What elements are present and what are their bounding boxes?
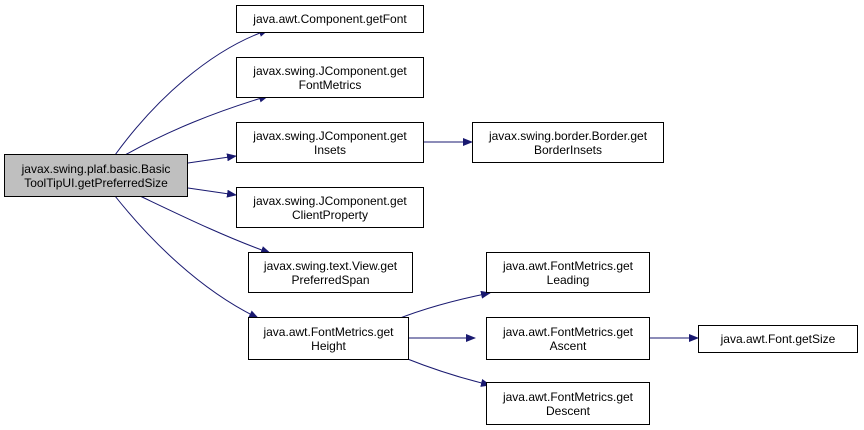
node-label-line1: javax.swing.border.Border.get	[488, 128, 648, 143]
node-label-line1: java.awt.FontMetrics.get	[502, 258, 634, 273]
node-jcomponent-getinsets[interactable]: javax.swing.JComponent.get Insets	[236, 122, 424, 163]
node-fontmetrics-getheight[interactable]: java.awt.FontMetrics.get Height	[248, 317, 409, 360]
edge-layer	[114, 29, 699, 387]
node-label-line1: java.awt.FontMetrics.get	[263, 324, 394, 339]
edge-root-to-jcomponent-getinsets	[187, 153, 237, 164]
node-jcomponent-getclientproperty[interactable]: javax.swing.JComponent.get ClientPropert…	[236, 187, 424, 228]
node-label-line2: BorderInsets	[533, 142, 603, 157]
node-label-line1: java.awt.FontMetrics.get	[502, 324, 634, 339]
node-label-line2: PreferredSpan	[291, 272, 370, 287]
node-label-line2: FontMetrics	[298, 77, 362, 92]
node-jcomponent-getfontmetrics[interactable]: javax.swing.JComponent.get FontMetrics	[236, 57, 424, 98]
node-component-getfont[interactable]: java.awt.Component.getFont	[236, 5, 424, 33]
node-label-line1: javax.swing.JComponent.get	[253, 193, 407, 208]
node-label-line1: javax.swing.JComponent.get	[253, 63, 407, 78]
node-label-line1: java.awt.FontMetrics.get	[502, 389, 634, 404]
node-label-line2: Height	[311, 338, 346, 353]
edge-root-to-component-getfont	[114, 29, 269, 156]
edge-root-to-jcomponent-getclientproperty	[187, 187, 237, 198]
node-fontmetrics-getdescent[interactable]: java.awt.FontMetrics.get Descent	[486, 382, 650, 425]
node-label-line2: Descent	[545, 403, 591, 418]
node-font-getsize[interactable]: java.awt.Font.getSize	[698, 325, 858, 353]
node-root-basictooltipui-getpreferredsize[interactable]: javax.swing.plaf.basic.Basic ToolTipUI.g…	[4, 154, 188, 197]
node-label-line1: java.awt.Font.getSize	[720, 332, 836, 346]
node-label-line2: Leading	[546, 272, 590, 287]
edge-fontmetrics-getheight-to-fontmetrics-getdescent	[404, 357, 491, 387]
node-border-getborderinsets[interactable]: javax.swing.border.Border.get BorderInse…	[472, 122, 664, 163]
edge-fontmetrics-getheight-to-fontmetrics-getleading	[394, 290, 491, 321]
edge-root-to-view-getpreferredspan	[139, 195, 271, 254]
edge-root-to-jcomponent-getfontmetrics	[124, 94, 269, 156]
node-fontmetrics-getleading[interactable]: java.awt.FontMetrics.get Leading	[486, 252, 650, 293]
node-label-line1: java.awt.Component.getFont	[253, 12, 407, 26]
edge-root-to-fontmetrics-getheight	[114, 195, 259, 319]
node-label-line1: javax.swing.plaf.basic.Basic	[21, 161, 171, 176]
node-label-line2: Ascent	[549, 338, 587, 353]
node-label-line1: javax.swing.JComponent.get	[253, 128, 407, 143]
node-fontmetrics-getascent[interactable]: java.awt.FontMetrics.get Ascent	[486, 317, 650, 360]
node-view-getpreferredspan[interactable]: javax.swing.text.View.get PreferredSpan	[248, 252, 413, 293]
node-label-line2: ToolTipUI.getPreferredSize	[24, 175, 168, 190]
node-label-line2: ClientProperty	[291, 207, 369, 222]
node-label-line1: javax.swing.text.View.get	[263, 258, 398, 273]
node-label-line2: Insets	[313, 142, 346, 157]
